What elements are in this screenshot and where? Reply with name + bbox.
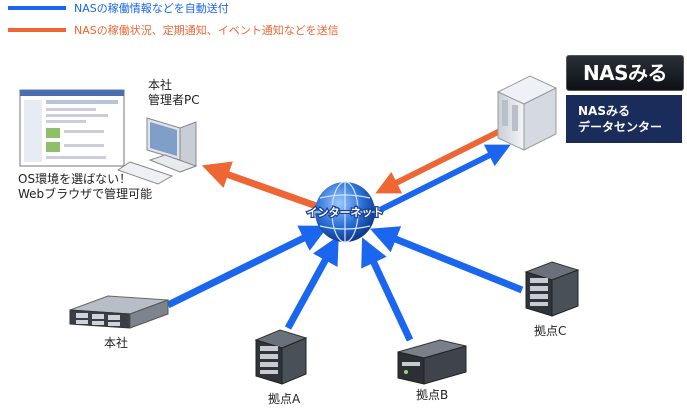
browser-note-line1: OS環境を選ばない！ — [18, 172, 132, 186]
browser-window-illustration — [19, 89, 125, 167]
internet-label: インターネット — [307, 206, 384, 219]
admin-pc-line2: 管理者PC — [148, 93, 200, 107]
kyoten-b-nas-icon — [397, 339, 467, 385]
admin-pc-label: 本社 管理者PC — [148, 78, 200, 108]
honsha-label: 本社 — [104, 336, 129, 350]
arrow-blue-kyoten-c — [370, 226, 524, 294]
kyoten-b-label: 拠点B — [416, 388, 449, 402]
arrow-blue-honsha — [166, 225, 329, 309]
datacenter-label: NASみる データセンター — [566, 95, 682, 143]
legend-orange-text: NASの稼働状況、定期通知、イベント通知などを送信 — [74, 24, 339, 37]
kyoten-a-label: 拠点A — [268, 392, 301, 406]
datacenter-line2: データセンター — [578, 120, 663, 134]
arrow-orange-to-pc — [201, 161, 324, 212]
arrow-orange-dc-to-internet — [375, 128, 502, 194]
kyoten-a-nas-icon — [254, 329, 308, 385]
legend-blue-text: NASの稼働情報などを自動送付 — [74, 2, 229, 15]
arrow-blue-internet-to-dc — [378, 144, 511, 213]
datacenter-line1: NASみる — [578, 104, 630, 118]
honsha-rack-server-icon — [69, 295, 169, 329]
kyoten-c-label: 拠点C — [534, 324, 567, 338]
admin-pc-line1: 本社 — [148, 78, 173, 92]
legend-orange-line — [8, 28, 66, 32]
legend-blue-line — [8, 6, 66, 10]
browser-note-line2: Webブラウザで管理可能 — [18, 187, 153, 201]
browser-note: OS環境を選ばない！ Webブラウザで管理可能 — [18, 172, 152, 202]
datacenter-server-icon — [496, 75, 558, 151]
arrow-blue-kyoten-a — [284, 235, 339, 330]
kyoten-c-nas-icon — [524, 261, 580, 317]
arrow-blue-kyoten-b — [361, 237, 414, 342]
internet-globe-icon — [315, 181, 375, 243]
nasmiru-logo: NASみる — [566, 55, 684, 91]
admin-pc-icon — [116, 117, 198, 185]
